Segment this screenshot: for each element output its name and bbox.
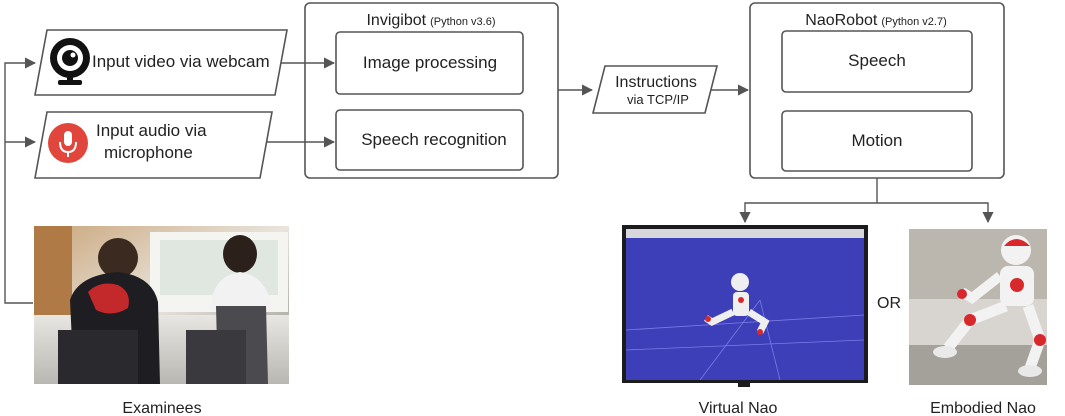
input-video-label: Input video via webcam [92,52,270,71]
speech-recognition-label: Speech recognition [361,130,507,149]
virtual-robot-figure [704,273,770,335]
invigibot-node: Invigibot(Python v3.6) Image processing … [304,2,559,179]
naorobot-node: NaoRobot(Python v2.7) Speech Motion [749,2,1005,179]
input-audio-node: Input audio via microphone [34,111,273,179]
motion-label: Motion [851,131,902,150]
speech-module [781,30,973,93]
input-audio-label-line2: microphone [104,143,193,162]
virtual-nao-photo [622,225,868,387]
embodied-robot-figure [933,235,1046,377]
instructions-title: Instructions [615,74,697,91]
examinee-feedback-connector [4,57,37,304]
naorobot-name: NaoRobot [805,12,878,29]
invigibot-name: Invigibot [366,12,426,29]
motion-module [781,110,973,172]
microphone-icon [48,123,88,163]
image-processing-module [335,31,524,95]
input-audio-label-line1: Input audio via [96,121,207,140]
naorobot-title: NaoRobot(Python v2.7) [805,12,946,29]
speech-recognition-module [335,109,524,171]
naorobot-version: (Python v2.7) [881,16,946,28]
input-video-node: Input video via webcam [34,29,288,96]
webcam-icon [50,38,90,85]
image-processing-label: Image processing [363,53,497,72]
naorobot-output-connector [739,178,994,224]
invigibot-title: Invigibot (Python v3.6) [366,12,495,29]
instructions-subtitle: via TCP/IP [627,92,689,107]
embodied-nao-caption: Embodied Nao [930,400,1036,416]
speech-label: Speech [848,51,906,70]
examinees-photo [34,226,289,384]
virtual-nao-caption: Virtual Nao [699,400,778,416]
examinees-caption: Examinees [122,400,201,416]
invigibot-version: (Python v3.6) [430,16,495,28]
instructions-node: Instructions via TCP/IP [591,65,719,114]
or-label: OR [877,295,901,312]
embodied-nao-photo [909,229,1047,385]
